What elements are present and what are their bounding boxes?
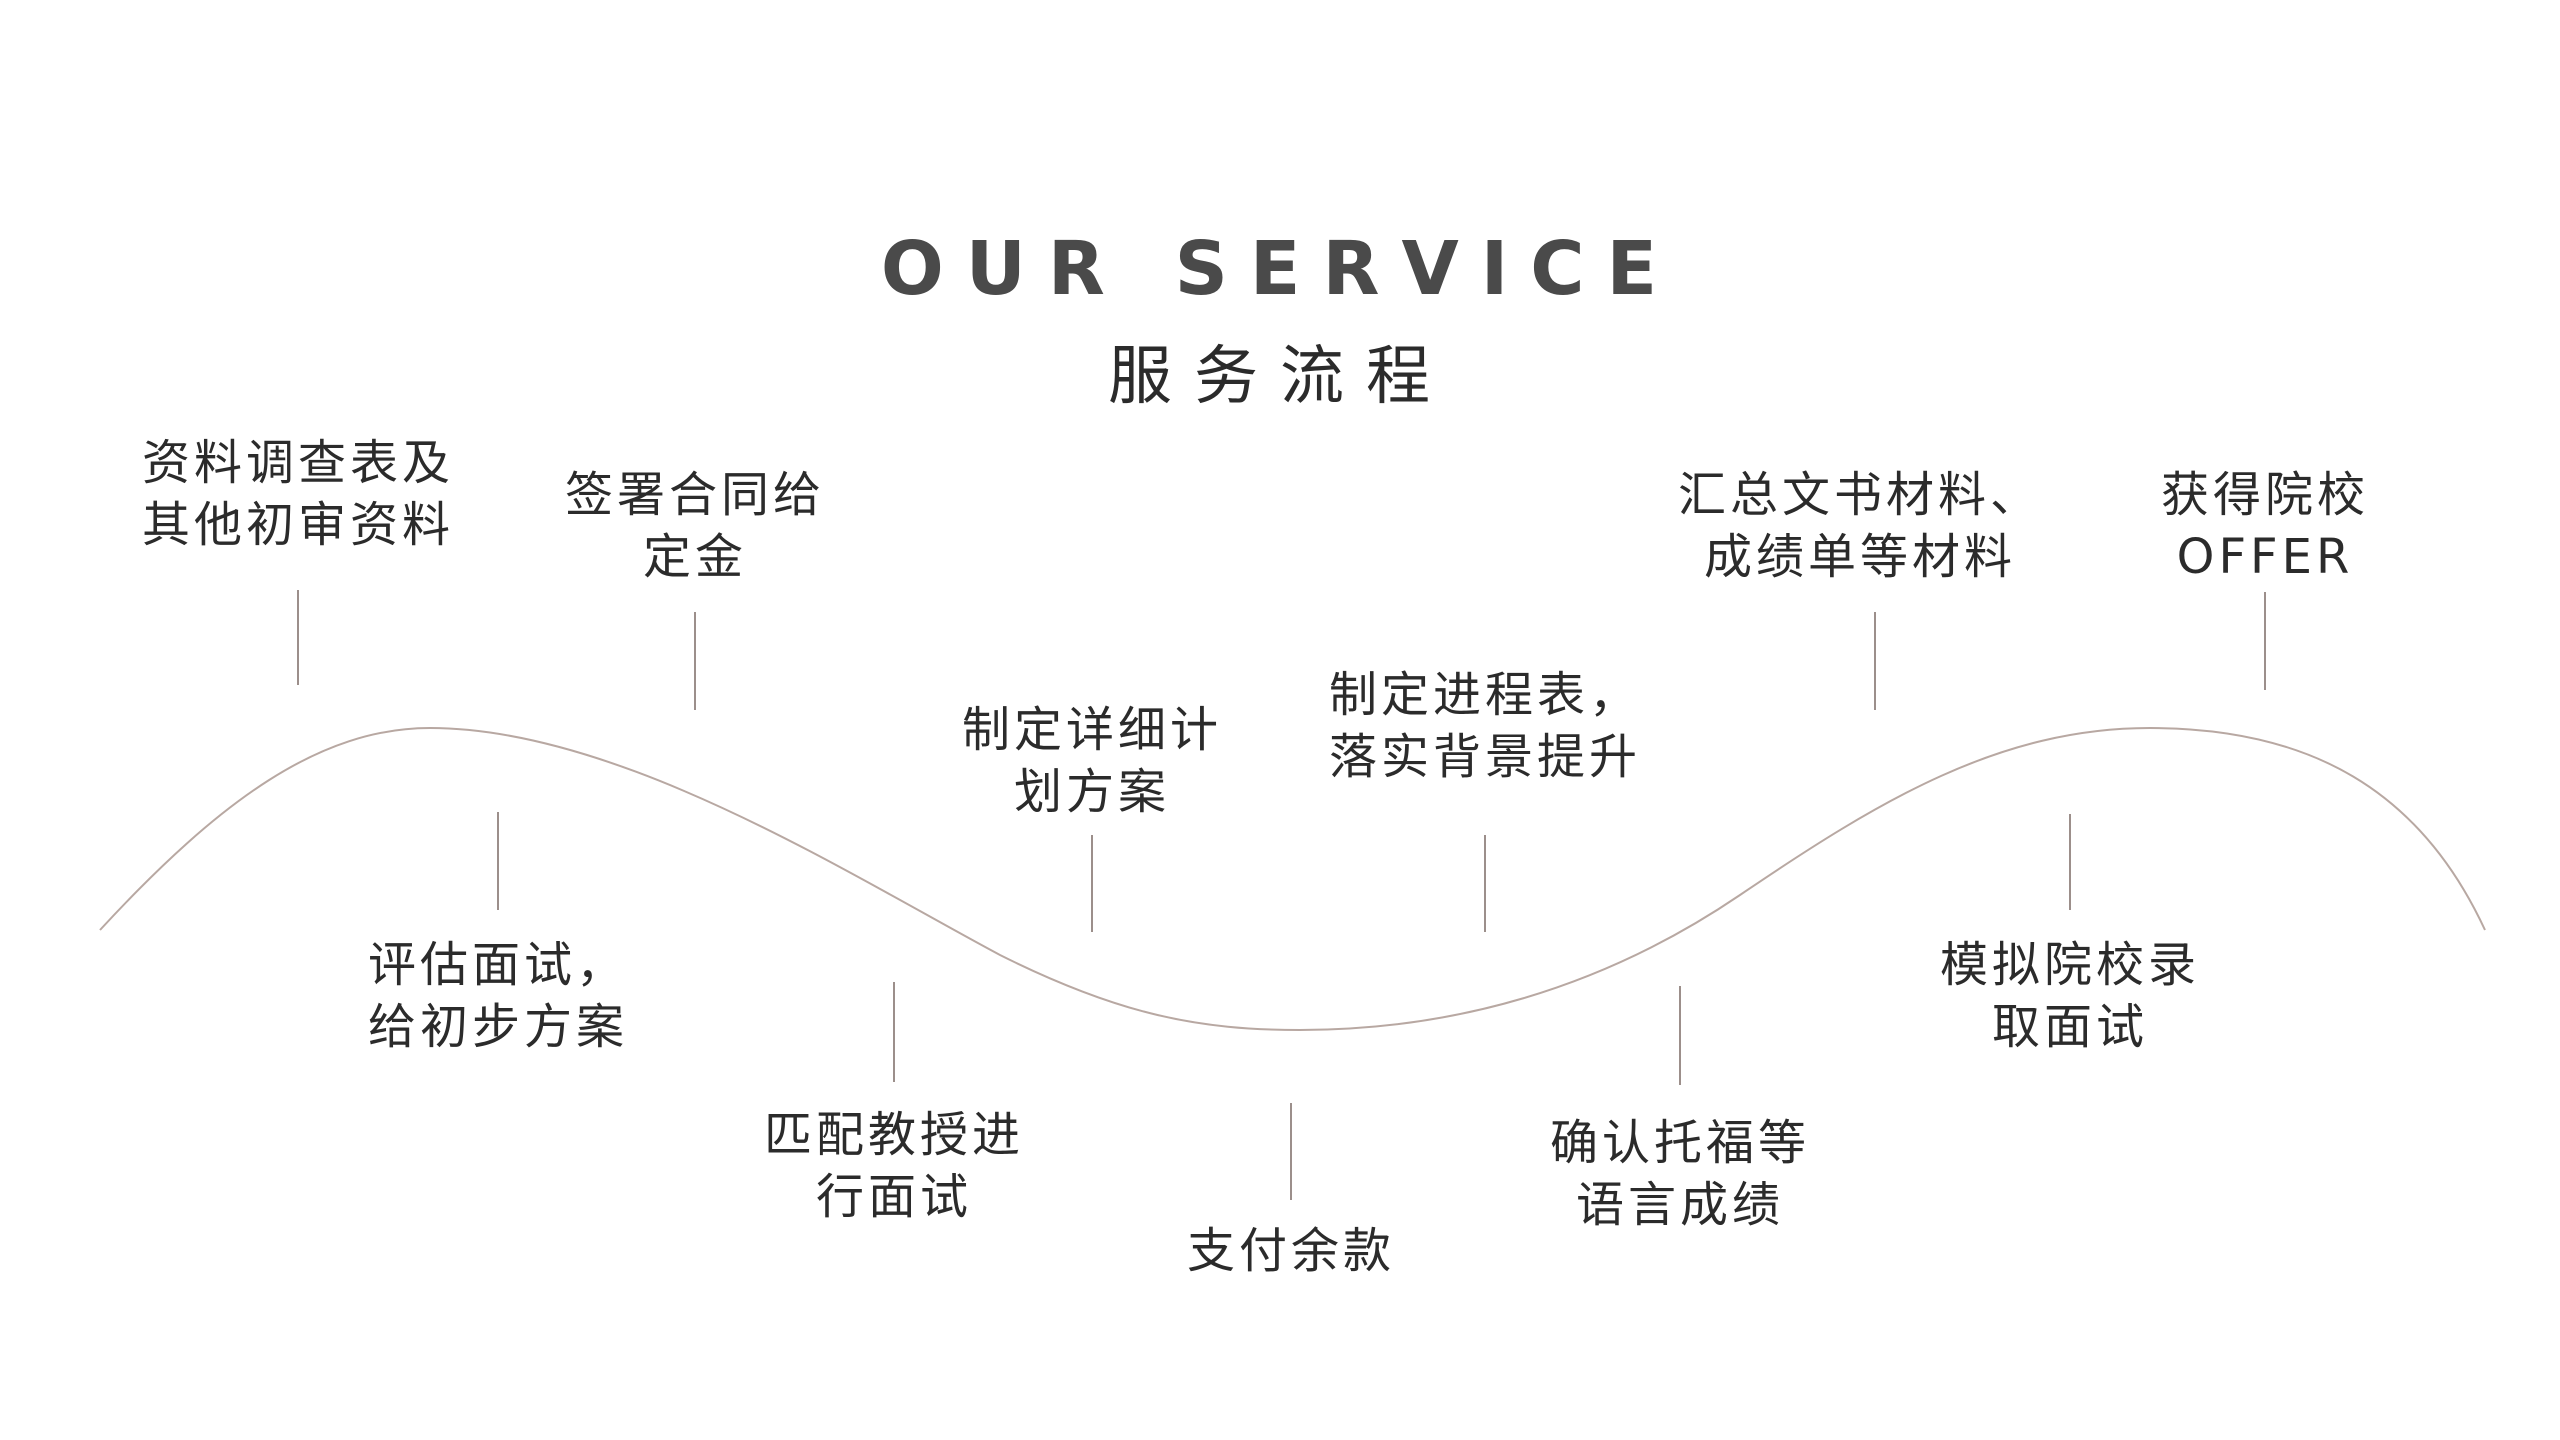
step-11-line1: 获得院校	[2160, 467, 2369, 523]
step-2-label: 评估面试， 给初步方案	[268, 934, 728, 1058]
step-9-label: 汇总文书材料、 成绩单等材料	[1630, 464, 2090, 588]
step-5-label: 制定详细计 划方案	[862, 699, 1322, 823]
step-2-line2: 给初步方案	[367, 999, 628, 1055]
step-7-line1: 制定进程表，	[1328, 667, 1641, 723]
step-10-label: 模拟院校录 取面试	[1840, 934, 2300, 1058]
step-7-label: 制定进程表， 落实背景提升	[1255, 664, 1715, 788]
step-9-line2: 成绩单等材料	[1703, 529, 2016, 585]
step-10-line1: 模拟院校录	[1939, 937, 2200, 993]
step-4-label: 匹配教授进 行面试	[664, 1104, 1124, 1228]
step-10-line2: 取面试	[1991, 999, 2148, 1055]
step-6-label: 支付余款	[1061, 1220, 1521, 1282]
step-11-label: 获得院校 OFFER	[2035, 464, 2495, 588]
flow-curve	[99, 726, 2486, 1032]
title-zh: 服务流程	[1108, 340, 1452, 414]
step-4-line2: 行面试	[815, 1169, 972, 1225]
step-8-label: 确认托福等 语言成绩	[1450, 1112, 1910, 1236]
title-en: OUR SERVICE	[880, 226, 1680, 312]
step-3-line2: 定金	[642, 529, 747, 585]
step-4-line1: 匹配教授进	[763, 1107, 1024, 1163]
step-8-line1: 确认托福等	[1549, 1115, 1810, 1171]
step-9-line1: 汇总文书材料、	[1677, 467, 2042, 523]
step-1-line1: 资料调查表及	[141, 435, 454, 491]
step-7-line2: 落实背景提升	[1328, 729, 1641, 785]
step-5-line2: 划方案	[1013, 764, 1170, 820]
step-11-line2: OFFER	[2176, 529, 2354, 585]
step-8-line2: 语言成绩	[1575, 1177, 1784, 1233]
step-6-line1: 支付余款	[1186, 1223, 1395, 1279]
step-5-line1: 制定详细计	[961, 702, 1222, 758]
step-2-line1: 评估面试，	[367, 937, 628, 993]
step-3-label: 签署合同给 定金	[465, 464, 925, 588]
step-1-line2: 其他初审资料	[141, 497, 454, 553]
step-3-line1: 签署合同给	[564, 467, 825, 523]
step-1-label: 资料调查表及 其他初审资料	[68, 432, 528, 556]
